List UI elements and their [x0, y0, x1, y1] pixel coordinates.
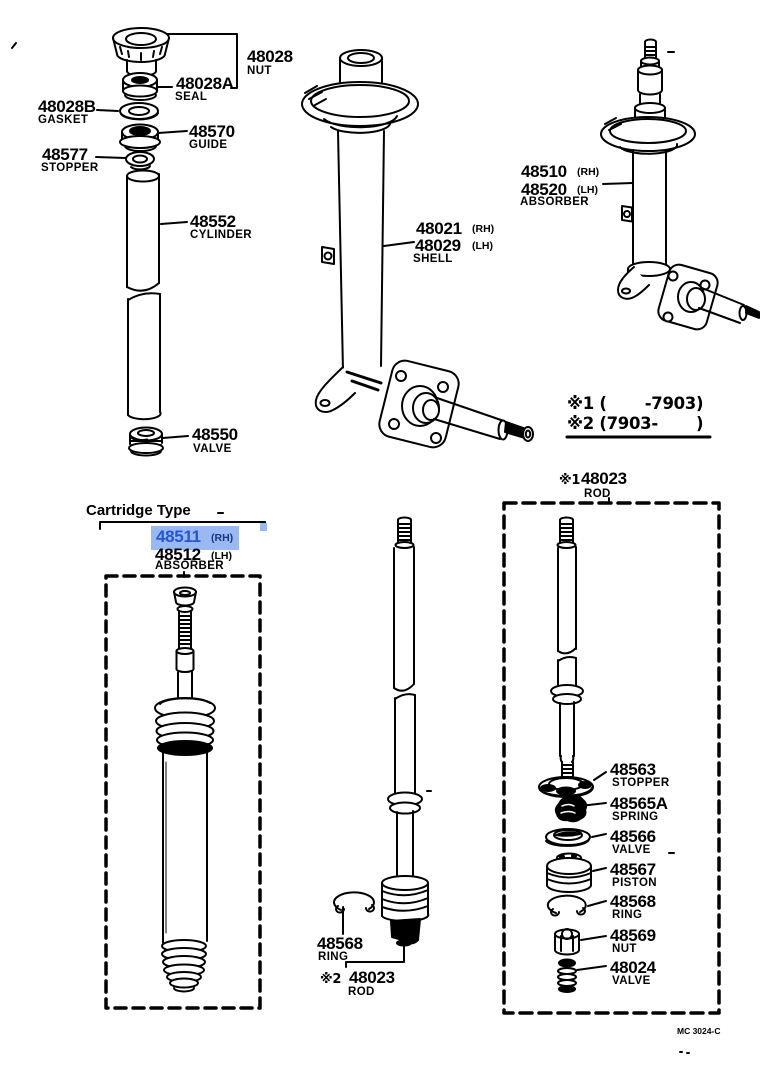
part-name-shell: SHELL — [413, 253, 453, 265]
drawing-piston-48567 — [546, 852, 592, 893]
part-name-cartridge-absorber: ABSORBER — [155, 560, 225, 572]
drawing-valve-48024 — [557, 958, 577, 993]
drawing-shell-48021 — [301, 49, 534, 449]
part-name-stopper-rod: STOPPER — [612, 777, 670, 789]
part-number-48029: 48029 — [415, 236, 461, 255]
footnote-1: ※1 ( -7903) — [567, 394, 704, 413]
part-number-48552: 48552 — [190, 212, 236, 231]
part-number-48563: 48563 — [610, 760, 656, 779]
part-number-48566: 48566 — [610, 827, 656, 846]
part-number-48028a: 48028A — [176, 74, 234, 93]
drawing-nut-48028 — [112, 27, 170, 77]
drawing-rod-48023-box — [550, 516, 584, 780]
drawing-valve-48566 — [545, 828, 591, 847]
part-name-ring-mid: RING — [318, 951, 349, 963]
drawing-seal-48028a — [122, 72, 158, 101]
part-number-48023-mid: 48023 — [349, 968, 395, 987]
drawing-valve-48550 — [128, 426, 164, 457]
part-name-rod-box: ROD — [584, 488, 611, 500]
drawing-cylinder-48552 — [126, 169, 162, 421]
drawing-nut-48569 — [554, 928, 580, 956]
part-number-48568-mid: 48568 — [317, 934, 363, 953]
part-number-48028b: 48028B — [38, 97, 96, 116]
side-marker-shell-rh: (RH) — [472, 223, 495, 235]
drawing-absorber-48510 — [600, 38, 760, 331]
drawing-ring-48568-mid — [333, 891, 375, 914]
drawing-cartridge-48511 — [154, 586, 216, 993]
stray-marks — [11, 42, 690, 1054]
part-name-piston: PISTON — [612, 877, 658, 889]
drawing-guide-48570 — [119, 123, 161, 152]
part-number-48569: 48569 — [610, 926, 656, 945]
drawing-stopper-48563 — [538, 776, 594, 798]
part-number-48550: 48550 — [192, 425, 238, 444]
part-name-rod-mid: ROD — [348, 986, 375, 998]
part-name-valve-base: VALVE — [612, 975, 651, 987]
side-marker-48512-lh: (LH) — [211, 550, 232, 562]
part-name-guide: GUIDE — [189, 139, 228, 151]
side-marker-strut-rh: (RH) — [577, 166, 600, 178]
side-marker-strut-lh: (LH) — [577, 184, 598, 196]
drawing-ring-48568-box — [546, 894, 587, 917]
part-name-nut-rod: NUT — [612, 943, 637, 955]
part-number-48568-rod: 48568 — [610, 892, 656, 911]
part-name-valve-rod: VALVE — [612, 844, 651, 856]
part-name-valve-cyl: VALVE — [193, 443, 232, 455]
part-number-48021: 48021 — [416, 219, 462, 238]
part-name-nut: NUT — [247, 65, 272, 77]
part-name-cylinder: CYLINDER — [190, 229, 252, 241]
side-marker-48511-rh: (RH) — [211, 532, 234, 544]
footnote-2: ※2 (7903- ) — [567, 414, 704, 433]
footnote-ref-rod-mid: ※2 — [320, 972, 342, 987]
part-name-stopper-top: STOPPER — [41, 162, 99, 174]
footnote-ref-rod-box: ※1 — [559, 473, 581, 488]
part-name-ring-rod: RING — [612, 909, 643, 921]
drawing-spring-48565a — [554, 795, 588, 823]
part-number-48024: 48024 — [610, 958, 656, 977]
part-number-48512: 48512 — [155, 545, 201, 564]
part-number-48511[interactable]: 48511 — [156, 527, 201, 546]
part-number-48570: 48570 — [189, 122, 235, 141]
part-number-48577: 48577 — [42, 145, 88, 164]
drawing-rod-48023-mid — [381, 516, 430, 947]
leader-lines — [95, 33, 712, 971]
part-number-48520: 48520 — [521, 180, 567, 199]
rod-kit-dashed-box — [502, 501, 721, 1015]
highlight-speck — [260, 523, 267, 531]
drawing-gasket-48028b — [119, 102, 159, 121]
part-name-seal: SEAL — [175, 91, 208, 103]
side-marker-shell-lh: (LH) — [472, 240, 493, 252]
part-name-gasket: GASKET — [38, 114, 89, 126]
part-number-48565a: 48565A — [610, 794, 668, 813]
part-number-48510: 48510 — [521, 162, 567, 181]
part-number-48028: 48028 — [247, 47, 293, 66]
highlight-48511[interactable] — [151, 526, 239, 550]
cartridge-type-heading: Cartridge Type — [86, 502, 191, 519]
part-number-48567: 48567 — [610, 860, 656, 879]
drawing-stopper-48577 — [125, 151, 155, 171]
part-number-48023-box: 48023 — [581, 469, 627, 488]
part-name-spring: SPRING — [612, 811, 659, 823]
plate-code: MC 3024-C — [677, 1026, 721, 1036]
part-name-strut: ABSORBER — [520, 196, 590, 208]
